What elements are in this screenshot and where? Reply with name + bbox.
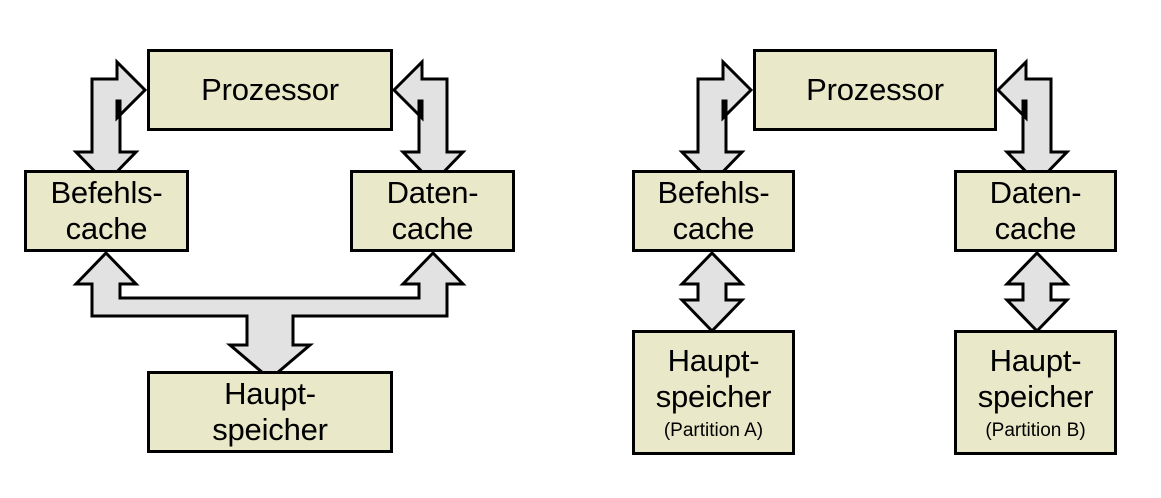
arrow-caches-main-memory-merge-left: [72, 250, 467, 381]
arrow-data-cache-memory-b: [1003, 250, 1071, 334]
arrow-processor-instruction-cache-right: [678, 58, 754, 186]
arrow-instruction-cache-memory-a: [678, 250, 746, 334]
node-label: Daten- cache: [989, 175, 1082, 246]
node-label: Haupt- speicher: [977, 342, 1094, 414]
node-instruction-cache-right[interactable]: Befehls- cache: [632, 170, 795, 252]
arrow-processor-data-cache-left: [391, 58, 467, 186]
node-instruction-cache-left[interactable]: Befehls- cache: [24, 170, 189, 252]
node-main-memory-partition-a[interactable]: Haupt- speicher (Partition A): [632, 330, 795, 455]
node-label: Daten- cache: [386, 175, 479, 246]
node-data-cache-right[interactable]: Daten- cache: [954, 170, 1117, 252]
node-label: Befehls- cache: [50, 175, 163, 246]
node-label: Befehls- cache: [657, 175, 770, 246]
arrow-processor-instruction-cache-left: [72, 58, 148, 186]
node-main-memory-partition-b[interactable]: Haupt- speicher (Partition B): [954, 330, 1117, 455]
node-label: Prozessor: [201, 72, 339, 107]
node-data-cache-left[interactable]: Daten- cache: [350, 170, 515, 252]
node-label: Haupt- speicher: [655, 342, 772, 414]
arrow-processor-data-cache-right: [995, 58, 1071, 186]
node-label: Haupt- speicher: [212, 376, 328, 447]
node-main-memory-left[interactable]: Haupt- speicher: [147, 371, 393, 453]
node-label: Prozessor: [806, 72, 944, 107]
node-processor-left[interactable]: Prozessor: [147, 49, 393, 131]
node-sublabel-partition: (Partition A): [663, 419, 764, 441]
node-sublabel-partition: (Partition B): [985, 419, 1086, 441]
node-processor-right[interactable]: Prozessor: [753, 49, 997, 131]
